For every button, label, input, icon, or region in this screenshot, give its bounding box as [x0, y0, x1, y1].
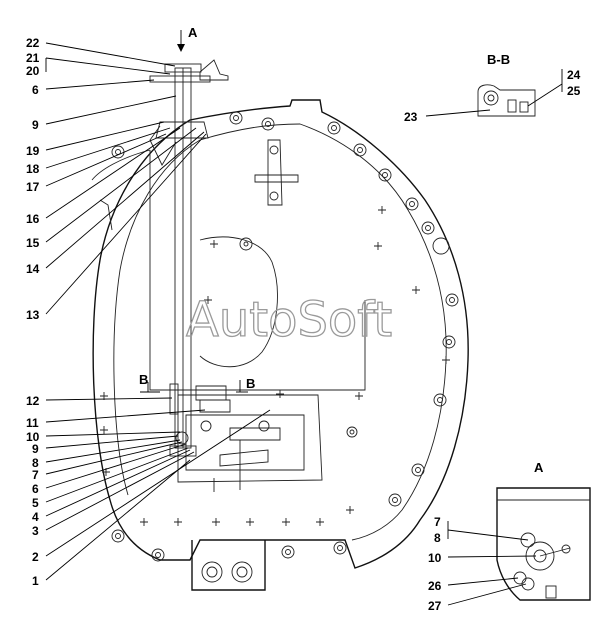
shaft-assembly [149, 59, 229, 457]
callout-a-26: 26 [428, 579, 442, 593]
watermark: AutoSoft [186, 292, 392, 348]
rim-bolt-holes [111, 111, 459, 562]
cross-marks [100, 206, 450, 526]
callout-21: 21 [26, 51, 40, 65]
callout-1: 1 [32, 574, 39, 588]
view-a-detail: A [496, 460, 591, 601]
view-a-arrow-label: A [188, 25, 198, 40]
callout-4: 4 [32, 510, 39, 524]
callouts-view-a: 7 8 10 26 27 [428, 515, 442, 613]
callout-a-10: 10 [428, 551, 442, 565]
callout-25: 25 [567, 84, 581, 98]
callout-17: 17 [26, 180, 40, 194]
callout-3: 3 [32, 524, 39, 538]
callout-6-top: 6 [32, 83, 39, 97]
callout-9-bottom: 9 [32, 442, 39, 456]
callout-a-8: 8 [434, 531, 441, 545]
callout-22: 22 [26, 36, 40, 50]
callout-2: 2 [32, 550, 39, 564]
callout-16: 16 [26, 212, 40, 226]
flywheel-housing [91, 99, 469, 591]
callout-a-7: 7 [434, 515, 441, 529]
callout-19: 19 [26, 144, 40, 158]
callout-18: 18 [26, 162, 40, 176]
leader-lines [45, 42, 563, 606]
callout-5: 5 [32, 496, 39, 510]
section-bb-title: B-B [487, 52, 510, 67]
callout-15: 15 [26, 236, 40, 250]
section-bb-detail: B-B [477, 52, 536, 117]
callout-23: 23 [404, 110, 418, 124]
callout-6-bottom: 6 [32, 482, 39, 496]
callouts-section-bb: 23 24 25 [404, 68, 581, 124]
section-b-right-label: B [246, 376, 255, 391]
callout-7: 7 [32, 468, 39, 482]
callouts-left: 22 21 20 6 9 19 18 17 16 15 14 13 12 11 … [26, 36, 40, 588]
view-a-arrow: A [177, 25, 198, 52]
callout-12: 12 [26, 394, 40, 408]
section-b-left-label: B [139, 372, 148, 387]
callout-8: 8 [32, 456, 39, 470]
callout-11: 11 [26, 416, 39, 430]
callout-20: 20 [26, 64, 40, 78]
callout-14: 14 [26, 262, 40, 276]
callout-10: 10 [26, 430, 40, 444]
callout-9-top: 9 [32, 118, 39, 132]
section-b-markers: B B [139, 372, 255, 393]
view-a-title: A [534, 460, 544, 475]
callout-a-27: 27 [428, 599, 442, 613]
callout-24: 24 [567, 68, 581, 82]
callout-13: 13 [26, 308, 40, 322]
